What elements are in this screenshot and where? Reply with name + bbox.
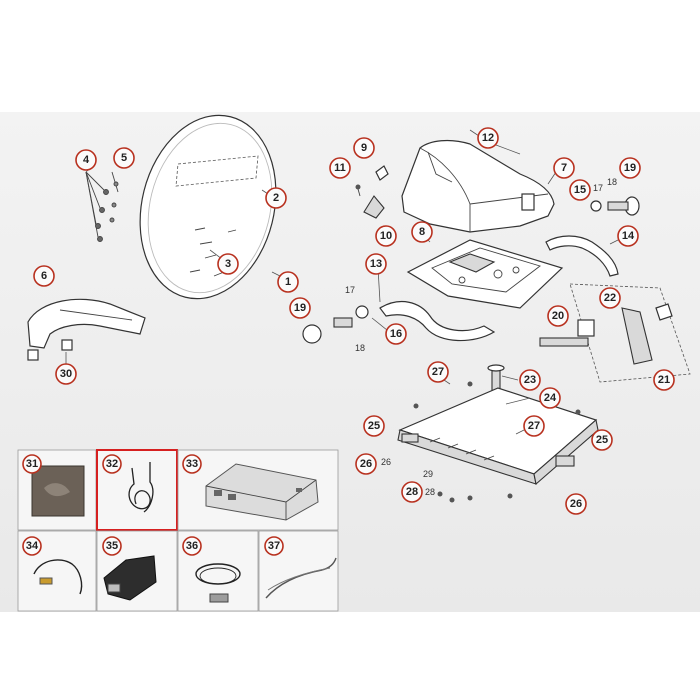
callout-36: 36 <box>182 536 202 556</box>
dish-reflector <box>139 114 277 300</box>
mounting-plate <box>406 239 564 309</box>
svg-text:1: 1 <box>285 276 291 288</box>
svg-text:25: 25 <box>596 434 608 446</box>
callout-3: 3 <box>217 253 239 275</box>
svg-text:26: 26 <box>360 458 372 470</box>
callout-2: 2 <box>265 187 287 209</box>
callout-5: 5 <box>113 147 135 169</box>
callout-33: 33 <box>182 454 202 474</box>
svg-text:35: 35 <box>106 540 118 552</box>
svg-text:23: 23 <box>524 374 536 386</box>
svg-text:34: 34 <box>26 540 39 552</box>
callout-15: 15 <box>569 179 591 201</box>
label-26: 26 <box>381 457 391 467</box>
svg-text:5: 5 <box>121 152 127 164</box>
callout-1: 1 <box>277 271 299 293</box>
svg-text:7: 7 <box>561 162 567 174</box>
label-17-mid: 17 <box>345 285 355 295</box>
callout-31: 31 <box>22 454 42 474</box>
callout-20: 20 <box>547 305 569 327</box>
callout-35: 35 <box>102 536 122 556</box>
callout-22: 22 <box>599 287 621 309</box>
callout-9: 9 <box>353 137 375 159</box>
callout-19-top: 19 <box>619 157 641 179</box>
svg-text:32: 32 <box>106 458 118 470</box>
svg-text:19: 19 <box>624 162 636 174</box>
callout-25-right: 25 <box>591 429 613 451</box>
svg-text:26: 26 <box>570 498 582 510</box>
callout-34: 34 <box>22 536 42 556</box>
callout-28: 28 <box>401 481 423 503</box>
svg-text:13: 13 <box>370 258 382 270</box>
knob-fittings <box>302 196 640 344</box>
svg-text:27: 27 <box>528 420 540 432</box>
label-29: 29 <box>423 469 433 479</box>
callout-11: 11 <box>329 157 351 179</box>
callout-6: 6 <box>33 265 55 287</box>
svg-text:12: 12 <box>482 132 494 144</box>
callout-21: 21 <box>653 369 675 391</box>
svg-text:33: 33 <box>186 458 198 470</box>
label-28: 28 <box>425 487 435 497</box>
accessory-grid <box>17 449 339 612</box>
svg-text:3: 3 <box>225 258 231 270</box>
label-17-top: 17 <box>593 183 603 193</box>
svg-text:16: 16 <box>390 328 402 340</box>
svg-text:8: 8 <box>419 226 425 238</box>
lnb-assembly <box>539 283 691 383</box>
svg-text:14: 14 <box>622 230 635 242</box>
svg-text:15: 15 <box>574 184 586 196</box>
callout-27-top: 27 <box>427 361 449 383</box>
housing-cover <box>401 139 555 233</box>
svg-text:22: 22 <box>604 292 616 304</box>
callout-8: 8 <box>411 221 433 243</box>
svg-text:11: 11 <box>334 162 346 174</box>
svg-text:2: 2 <box>273 192 279 204</box>
svg-text:28: 28 <box>406 486 418 498</box>
label-18-top: 18 <box>607 177 617 187</box>
callout-16: 16 <box>385 323 407 345</box>
exploded-parts-diagram: 1 2 3 4 5 6 7 8 9 10 11 12 13 14 15 16 1… <box>17 114 691 612</box>
callout-10: 10 <box>375 225 397 247</box>
callout-23: 23 <box>519 369 541 391</box>
callout-7: 7 <box>553 157 575 179</box>
roof-base <box>397 364 599 503</box>
callout-26-left: 26 <box>355 453 377 475</box>
lnb-arm-bracket <box>27 298 146 361</box>
svg-text:24: 24 <box>544 392 557 404</box>
svg-text:25: 25 <box>368 420 380 432</box>
callout-19-left: 19 <box>289 297 311 319</box>
label-18-mid: 18 <box>355 343 365 353</box>
screw-set <box>85 171 119 242</box>
callout-12: 12 <box>477 127 499 149</box>
callout-25-left: 25 <box>363 415 385 437</box>
support-arms <box>379 235 619 342</box>
svg-text:31: 31 <box>26 458 38 470</box>
svg-text:10: 10 <box>380 230 392 242</box>
callout-30: 30 <box>55 363 77 385</box>
callout-24: 24 <box>539 387 561 409</box>
svg-text:30: 30 <box>60 368 72 380</box>
svg-text:6: 6 <box>41 270 47 282</box>
svg-text:19: 19 <box>294 302 306 314</box>
svg-text:36: 36 <box>186 540 198 552</box>
clip-parts <box>355 165 389 219</box>
svg-text:21: 21 <box>658 374 670 386</box>
callout-26-right: 26 <box>565 493 587 515</box>
svg-text:9: 9 <box>361 142 367 154</box>
callout-13: 13 <box>365 253 387 275</box>
callout-32: 32 <box>102 454 122 474</box>
callout-27-mid: 27 <box>523 415 545 437</box>
svg-text:20: 20 <box>552 310 564 322</box>
callout-4: 4 <box>75 149 97 171</box>
callout-14: 14 <box>617 225 639 247</box>
svg-text:4: 4 <box>83 154 90 166</box>
parts-sheet: 1 2 3 4 5 6 7 8 9 10 11 12 13 14 15 16 1… <box>0 112 700 612</box>
callout-37: 37 <box>264 536 284 556</box>
svg-text:27: 27 <box>432 366 444 378</box>
svg-text:37: 37 <box>268 540 280 552</box>
